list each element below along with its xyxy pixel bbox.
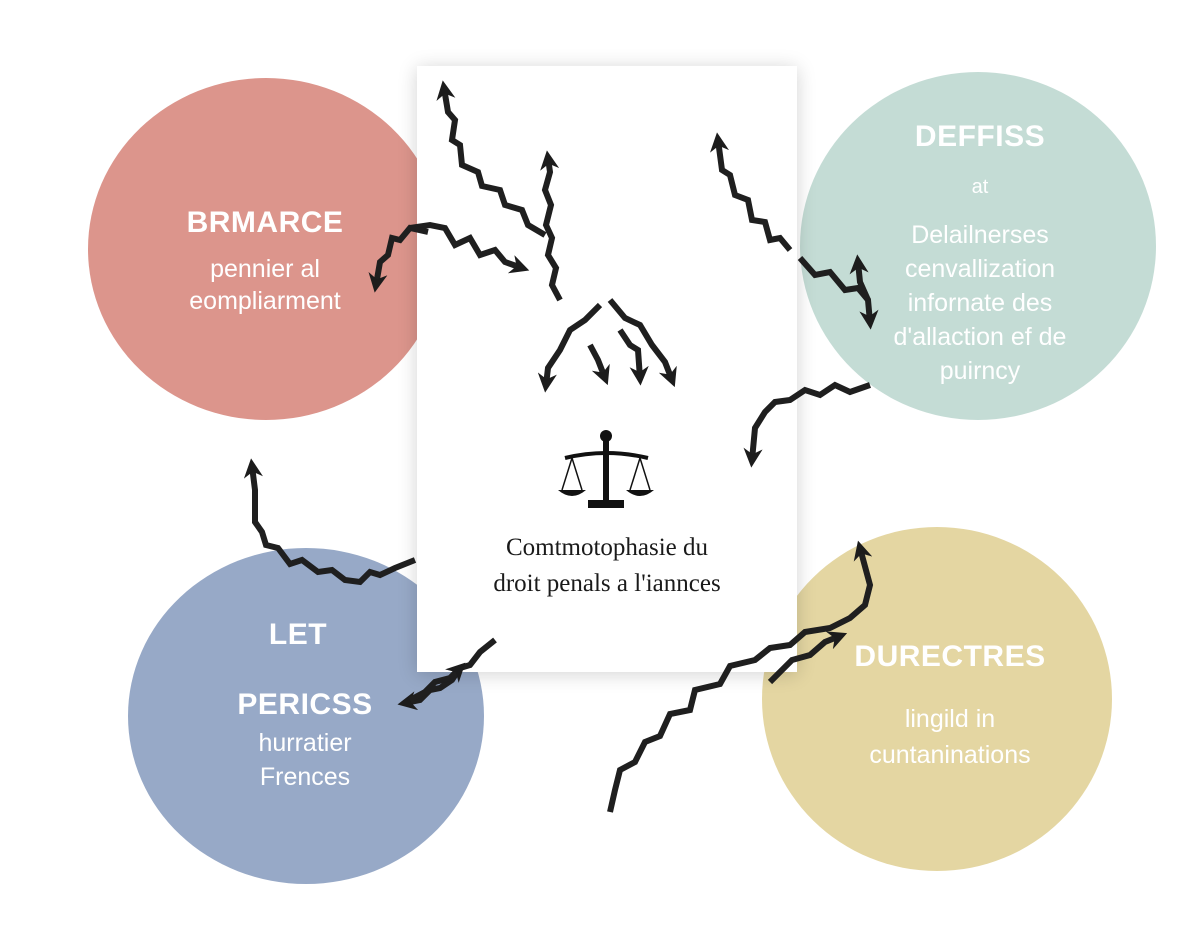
- zigzag-arrow: [368, 224, 429, 293]
- node-title-let: LET: [268, 618, 328, 651]
- zigzag-arrow: [607, 298, 677, 388]
- node-text-line: at: [971, 176, 989, 198]
- node-text-line: eompliarment: [189, 287, 341, 315]
- node-title-pericss: PERICSS: [237, 688, 373, 721]
- zigzag-arrow: [767, 631, 848, 685]
- document-title: Comtmotophasie du droit penals a l'iannc…: [417, 530, 797, 602]
- zigzag-arrow: [537, 302, 603, 393]
- zigzag-arrow: [617, 328, 649, 386]
- node-title-deffiss: DEFFISS: [914, 120, 1046, 153]
- document-title-line: Comtmotophasie du: [505, 534, 709, 561]
- zigzag-arrow: [710, 132, 793, 252]
- node-text-line: Delailnerses: [911, 221, 1049, 249]
- node-text-line: pennier al: [210, 255, 320, 283]
- node-circle-durectres: [762, 527, 1112, 871]
- node-title-durectres: DURECTRES: [854, 640, 1046, 673]
- node-text-line: hurratier: [258, 729, 352, 757]
- node-text-line: lingild in: [904, 705, 996, 733]
- node-circle-deffiss: [800, 72, 1156, 420]
- zigzag-arrow: [743, 381, 871, 468]
- node-title-brmarce: BRMARCE: [186, 206, 344, 239]
- node-text-line: puirncy: [939, 357, 1021, 385]
- zigzag-arrow: [409, 221, 530, 274]
- scales-of-justice-icon: [558, 430, 654, 508]
- zigzag-arrow: [408, 662, 466, 703]
- node-circle-brmarce: [88, 78, 444, 420]
- zigzag-arrow: [243, 458, 417, 586]
- node-text-line: cuntaninations: [869, 741, 1031, 769]
- node-text-line: infornate des: [907, 289, 1053, 317]
- node-text-line: Frences: [259, 763, 351, 791]
- document-title-line: droit penals a l'iannces: [493, 570, 721, 597]
- zigzag-arrow: [587, 343, 610, 386]
- zigzag-arrow: [607, 540, 874, 813]
- node-text-line: d'allaction ef de: [893, 323, 1067, 351]
- zigzag-arrow: [849, 254, 871, 302]
- zigzag-arrow: [540, 150, 563, 302]
- node-text-line: cenvallization: [904, 255, 1056, 283]
- zigzag-arrow: [436, 80, 547, 238]
